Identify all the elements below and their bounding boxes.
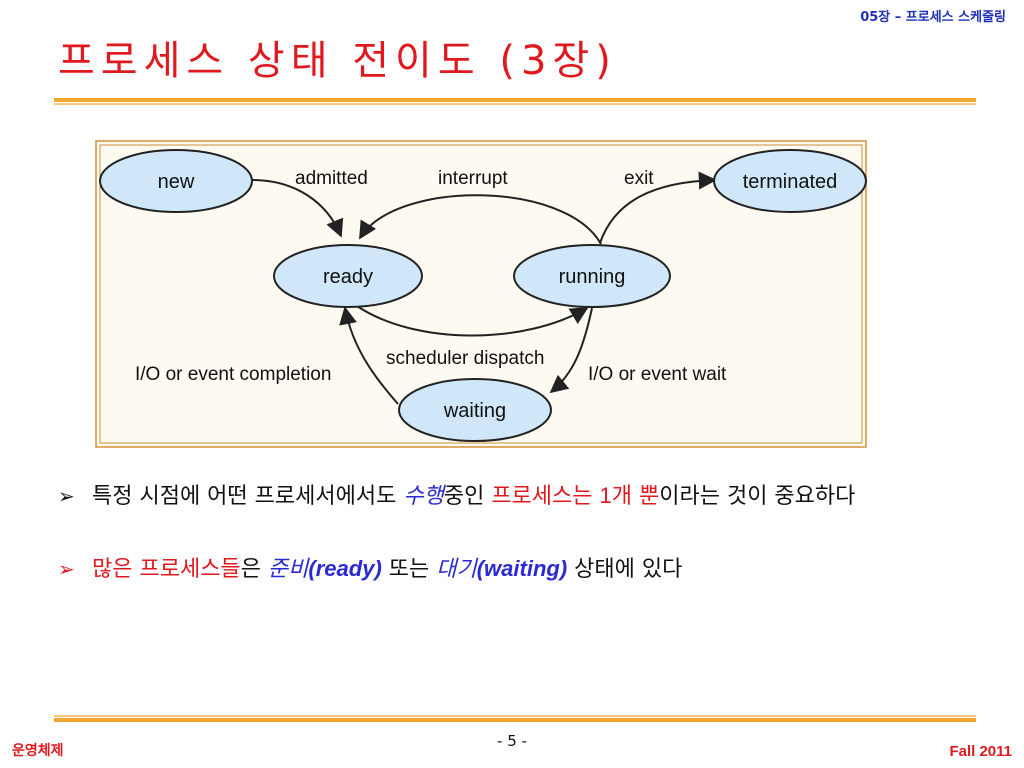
bullet-text: 많은 프로세스들은 준비(ready) 또는 대기(waiting) 상태에 있… (92, 556, 683, 582)
arrow-io-event-wait (549, 307, 593, 394)
arrow-interrupt (359, 194, 602, 245)
chapter-tag: 05장 – 프로세스 스케줄링 (860, 10, 1006, 25)
bullet-arrow-icon: ➢ (58, 484, 75, 508)
state-running-label: running (559, 266, 626, 288)
arrow-exit (599, 171, 717, 244)
bullet-item-single-running: ➢ 특정 시점에 어떤 프로세서에서도 수행중인 프로세스는 1개 뿐이라는 것… (58, 480, 978, 513)
title-divider (54, 98, 976, 105)
bullet-list: ➢ 특정 시점에 어떤 프로세서에서도 수행중인 프로세스는 1개 뿐이라는 것… (58, 480, 978, 586)
state-waiting-label: waiting (443, 400, 506, 422)
footer-course: 운영체제 (12, 743, 64, 759)
arrow-scheduler-dispatch (356, 305, 589, 337)
footer-term: Fall 2011 (949, 743, 1012, 760)
label-exit: exit (624, 168, 654, 189)
label-admitted: admitted (295, 168, 368, 189)
state-new-label: new (158, 171, 195, 193)
state-terminated-label: terminated (743, 171, 838, 193)
arrow-io-event-completion (339, 306, 399, 405)
bullet-text: 특정 시점에 어떤 프로세서에서도 수행중인 프로세스는 1개 뿐이라는 것이 … (92, 483, 856, 509)
slide-title: 프로세스 상태 전이도 (3장) (58, 38, 617, 84)
state-ready-node (273, 244, 423, 308)
label-io-event-completion: I/O or event completion (135, 364, 331, 385)
bullet-item-ready-waiting: ➢ 많은 프로세스들은 준비(ready) 또는 대기(waiting) 상태에… (58, 553, 978, 586)
bullet-arrow-icon: ➢ (58, 557, 75, 581)
page-number: - 5 - (497, 732, 527, 750)
process-state-diagram: new ready running waiting terminated adm… (95, 140, 867, 448)
label-scheduler-dispatch: scheduler dispatch (386, 348, 544, 369)
state-new-node (99, 149, 253, 213)
state-running-node (513, 244, 671, 308)
label-io-event-wait: I/O or event wait (588, 364, 727, 385)
diagram-frame-inner (99, 144, 863, 444)
state-ready-label: ready (323, 266, 373, 288)
state-waiting-node (398, 378, 552, 442)
state-terminated-node (713, 149, 867, 213)
label-interrupt: interrupt (438, 168, 508, 189)
arrow-admitted (251, 179, 344, 238)
footer-divider (54, 715, 976, 722)
